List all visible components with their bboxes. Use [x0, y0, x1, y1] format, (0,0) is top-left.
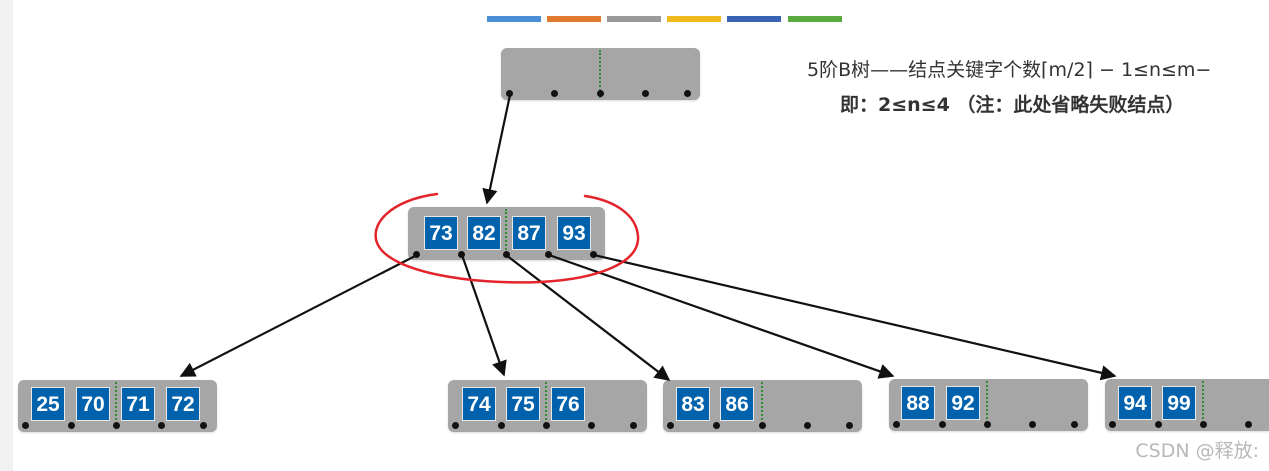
node-divider	[761, 382, 763, 428]
child-pointer	[667, 422, 674, 429]
color-bar-green	[788, 16, 842, 22]
child-pointer	[893, 421, 900, 428]
root-node	[501, 48, 700, 100]
child-pointer	[498, 422, 505, 429]
edge-arrow	[505, 254, 671, 381]
child-pointer	[22, 422, 29, 429]
color-bar-blue	[487, 16, 541, 22]
left-edge-strip	[0, 0, 13, 471]
child-pointer	[590, 251, 597, 258]
child-pointer	[597, 90, 604, 97]
leaf-node: 25 70 71 72	[18, 380, 217, 432]
color-bar-orange	[547, 16, 601, 22]
child-pointer	[1155, 421, 1162, 428]
key: 75	[506, 387, 540, 421]
child-pointer	[804, 422, 811, 429]
leaf-node: 83 86	[663, 380, 862, 432]
key: 73	[424, 216, 458, 250]
child-pointer	[545, 251, 552, 258]
leaf-node: 94 99	[1105, 379, 1269, 431]
key: 76	[551, 387, 585, 421]
key: 74	[462, 387, 496, 421]
highlight-circle	[374, 192, 640, 284]
child-pointer	[158, 422, 165, 429]
leaf-node: 88 92	[889, 379, 1088, 431]
child-pointer	[846, 422, 853, 429]
node-divider	[599, 50, 601, 98]
child-pointer	[458, 251, 465, 258]
color-bar-navy	[727, 16, 781, 22]
title-line-1: 5阶B树——结点关键字个数⌈m/2⌉ − 1≤n≤m−	[807, 59, 1212, 81]
color-bar-yellow	[667, 16, 721, 22]
child-pointer	[588, 422, 595, 429]
key: 25	[31, 387, 65, 421]
node-divider	[115, 382, 117, 428]
key: 99	[1162, 386, 1196, 420]
edge-arrow	[460, 254, 507, 377]
key: 94	[1118, 386, 1152, 420]
node-divider	[1202, 381, 1204, 427]
edge-arrow	[179, 254, 418, 377]
child-pointer	[1200, 421, 1207, 428]
color-bar-gray	[607, 16, 661, 22]
edge-arrow	[593, 253, 1117, 381]
node-divider	[505, 209, 507, 257]
child-pointer	[984, 421, 991, 428]
child-pointer	[713, 422, 720, 429]
key: 93	[557, 216, 591, 250]
key: 70	[76, 387, 110, 421]
key: 88	[901, 386, 935, 420]
edge-arrow	[548, 253, 895, 379]
child-pointer	[1071, 421, 1078, 428]
child-pointer	[759, 422, 766, 429]
key: 92	[946, 386, 980, 420]
key: 83	[676, 387, 710, 421]
key: 71	[121, 387, 155, 421]
key: 87	[512, 216, 546, 250]
child-pointer	[543, 422, 550, 429]
edge-arrow	[482, 94, 512, 205]
child-pointer	[630, 422, 637, 429]
key: 86	[720, 387, 754, 421]
child-pointer	[551, 90, 558, 97]
child-pointer	[113, 422, 120, 429]
internal-node: 73 82 87 93	[408, 207, 605, 260]
child-pointer	[939, 421, 946, 428]
leaf-node: 74 75 76	[448, 380, 647, 432]
child-pointer	[1029, 421, 1036, 428]
child-pointer	[1245, 421, 1252, 428]
child-pointer	[1109, 421, 1116, 428]
child-pointer	[684, 90, 691, 97]
watermark: CSDN @释放:	[1135, 440, 1259, 462]
child-pointer	[452, 422, 459, 429]
node-divider	[986, 381, 988, 427]
title-line-2: 即：2≤n≤4 （注：此处省略失败结点）	[840, 94, 1185, 116]
child-pointer	[68, 422, 75, 429]
key: 72	[166, 387, 200, 421]
node-divider	[545, 382, 547, 428]
key: 82	[467, 216, 501, 250]
child-pointer	[200, 422, 207, 429]
child-pointer	[506, 90, 513, 97]
child-pointer	[642, 90, 649, 97]
